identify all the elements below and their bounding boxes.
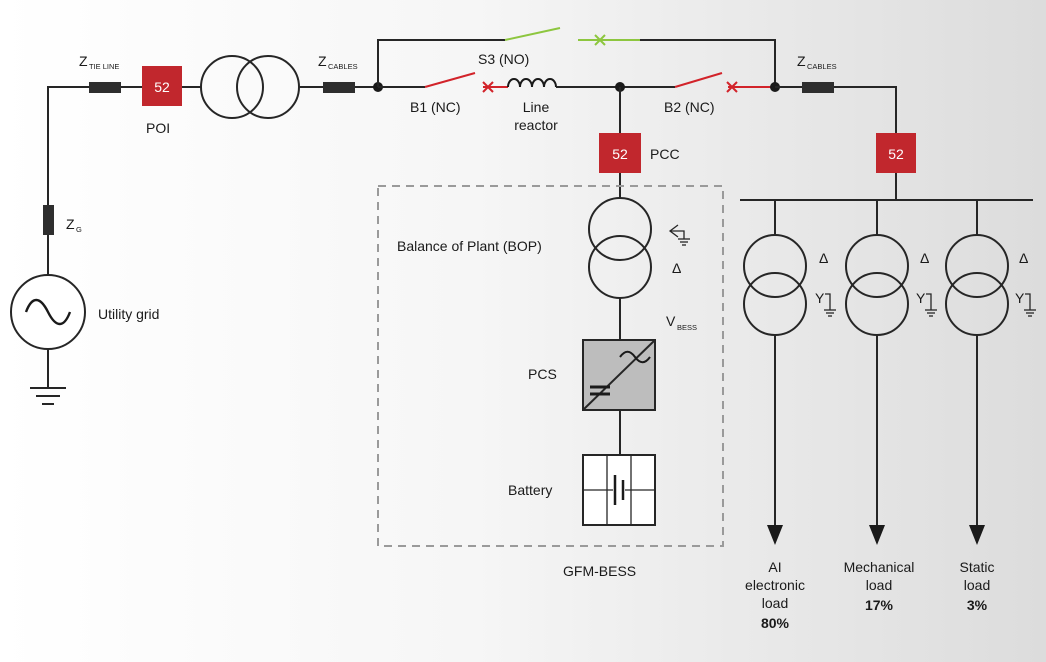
line-reactor-label-1: Line <box>523 99 550 115</box>
z-cables-2-sub: CABLES <box>807 62 837 71</box>
load-2-line-2: load <box>866 577 892 593</box>
load-1-line-1: AI <box>768 559 781 575</box>
bop-label: Balance of Plant (BOP) <box>397 238 542 254</box>
impedance-cables-2 <box>802 82 834 93</box>
pcc-label: PCC <box>650 146 680 162</box>
arrow-down-icon <box>869 525 885 545</box>
bop-transformer-icon <box>588 197 652 299</box>
load-1-label: AI electronic load 80% <box>745 559 805 631</box>
gfm-bess-boundary <box>377 185 724 547</box>
impedance-zg <box>43 205 54 235</box>
transformer-icon <box>200 55 300 119</box>
load-branch-2: Δ Y <box>845 200 937 545</box>
reactor-icon <box>507 78 557 88</box>
impedance-tie-line <box>89 82 121 93</box>
load-1-delta: Δ <box>819 250 828 266</box>
load-2-label: Mechanical load 17% <box>844 559 915 613</box>
b2-switch <box>674 72 723 88</box>
load-1-wye: Y <box>815 290 825 306</box>
s3-bypass <box>377 27 776 87</box>
impedance-cables-1 <box>323 82 355 93</box>
z-cables-1-label: Z <box>318 53 327 69</box>
load-branch-3: Δ Y <box>945 200 1036 545</box>
load-2-line-1: Mechanical <box>844 559 915 575</box>
load-breaker-code: 52 <box>888 146 904 162</box>
b2-label: B2 (NC) <box>664 99 715 115</box>
load-3-wye: Y <box>1015 290 1025 306</box>
load-3-label: Static load 3% <box>959 559 994 613</box>
load-3-line-1: Static <box>959 559 994 575</box>
line-reactor-label-2: reactor <box>514 117 558 133</box>
utility-grid-label: Utility grid <box>98 306 159 322</box>
arrow-down-icon <box>767 525 783 545</box>
load-breaker <box>876 133 916 173</box>
zg-sub: G <box>76 225 82 234</box>
arrow-down-icon <box>969 525 985 545</box>
b1-label: B1 (NC) <box>410 99 461 115</box>
load-2-delta: Δ <box>920 250 929 266</box>
z-tie-sub: TIE LINE <box>89 62 119 71</box>
load-2-pct: 17% <box>865 597 894 613</box>
grid-feeder <box>47 86 201 275</box>
s3-label: S3 (NO) <box>478 51 529 67</box>
load-1-line-2: electronic <box>745 577 805 593</box>
bop-delta: Δ <box>672 260 681 276</box>
ground-icon <box>30 349 66 405</box>
gfm-bess-label: GFM-BESS <box>563 563 636 579</box>
poi-label: POI <box>146 120 170 136</box>
z-cables-2-label: Z <box>797 53 806 69</box>
inverter-icon <box>582 339 656 411</box>
battery-label: Battery <box>508 482 552 498</box>
load-1-pct: 80% <box>761 615 790 631</box>
ac-source-icon <box>10 274 86 350</box>
breaker-icon: 52 <box>142 66 182 106</box>
load-branch-1: Δ Y <box>743 200 836 545</box>
load-3-pct: 3% <box>967 597 988 613</box>
vbess-sub: BESS <box>677 323 697 332</box>
pcc-breaker-code: 52 <box>612 146 628 162</box>
z-tie-label: Z <box>79 53 88 69</box>
zg-label: Z <box>66 216 75 232</box>
load-2-wye: Y <box>916 290 926 306</box>
pcc-breaker <box>599 133 641 173</box>
load-1-line-3: load <box>762 595 788 611</box>
b1-switch <box>424 72 476 88</box>
battery-icon <box>582 454 656 526</box>
poi-breaker-code: 52 <box>154 79 170 95</box>
load-3-line-2: load <box>964 577 990 593</box>
wye-ground-icon <box>668 224 690 246</box>
load-3-delta: Δ <box>1019 250 1028 266</box>
vbess-label: V <box>666 313 676 329</box>
pcs-label: PCS <box>528 366 557 382</box>
z-cables-1-sub: CABLES <box>328 62 358 71</box>
